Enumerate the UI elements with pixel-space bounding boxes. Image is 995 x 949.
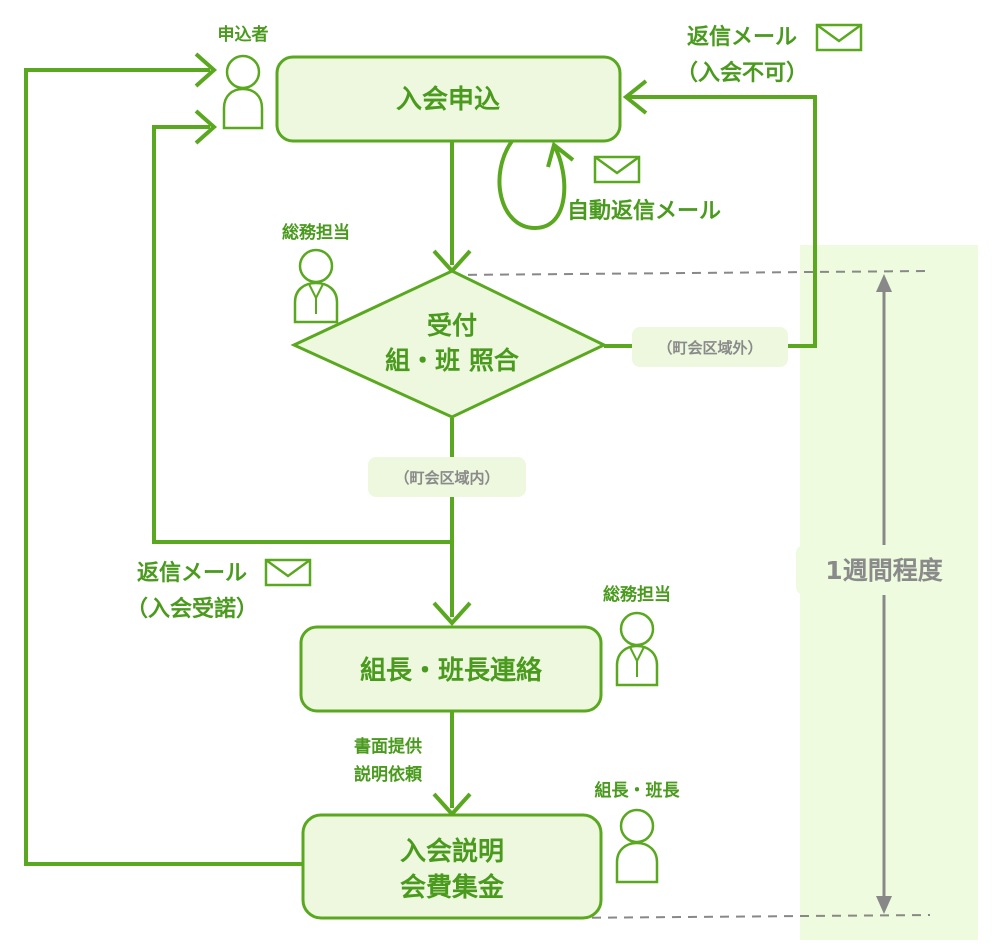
person-icon (293, 248, 339, 324)
arrow-apply-to-reception (432, 141, 472, 274)
pill-inside-area: （町会区域内） (368, 457, 526, 497)
envelope-icon (593, 155, 641, 184)
actor-general-affairs-1-label: 総務担当 (282, 222, 350, 243)
reject-reply-label-2: （入会不可） (676, 60, 808, 86)
accept-reply-label-2: （入会受諾） (126, 596, 258, 622)
node-explain: 入会説明 会費集金 (301, 813, 603, 920)
envelope-icon (264, 558, 312, 587)
documents-label-1: 書面提供 (354, 736, 422, 757)
node-apply: 入会申込 (275, 55, 622, 143)
person-icon (615, 611, 659, 687)
person-icon (222, 54, 264, 130)
actor-general-affairs-1: 総務担当 (282, 222, 350, 324)
node-contact-label: 組長・班長連絡 (360, 655, 543, 686)
arrow-explain-to-applicant (24, 52, 303, 866)
node-apply-label: 入会申込 (396, 85, 500, 115)
reject-reply-label-1: 返信メール (687, 24, 797, 50)
node-reception: 受付 組・班 照合 (290, 269, 608, 419)
node-reception-line1: 受付 (427, 311, 477, 340)
accept-reply-label-1: 返信メール (137, 560, 247, 586)
duration-end-line (559, 914, 931, 919)
actor-general-affairs-2: 総務担当 (603, 584, 671, 687)
node-contact: 組長・班長連絡 (299, 625, 603, 713)
auto-reply-label: 自動返信メール (567, 198, 721, 224)
duration-arrow: 1週間程度 (796, 274, 972, 914)
documents-label-2: 説明依頼 (354, 764, 423, 785)
actor-applicant-label: 申込者 (218, 24, 269, 45)
node-explain-line1: 入会説明 (400, 836, 504, 867)
arrow-accept-reply (152, 109, 452, 544)
node-reception-line2: 組・班 照合 (385, 346, 520, 375)
node-explain-line2: 会費集金 (400, 872, 505, 903)
person-icon (615, 808, 659, 884)
duration-label: 1週間程度 (825, 556, 942, 585)
auto-reply-loop (497, 139, 575, 231)
actor-applicant: 申込者 (218, 24, 269, 130)
actor-leaders: 組長・班長 (595, 780, 681, 884)
arrow-reception-to-contact (432, 418, 472, 626)
pill-outside-area-label: （町会区域外） (657, 339, 762, 357)
envelope-icon (815, 23, 863, 52)
pill-outside-area: （町会区域外） (632, 327, 788, 367)
actor-general-affairs-2-label: 総務担当 (603, 584, 671, 605)
arrow-contact-to-explain (432, 711, 472, 817)
actor-leaders-label: 組長・班長 (595, 780, 681, 801)
pill-inside-area-label: （町会区域内） (394, 469, 499, 487)
